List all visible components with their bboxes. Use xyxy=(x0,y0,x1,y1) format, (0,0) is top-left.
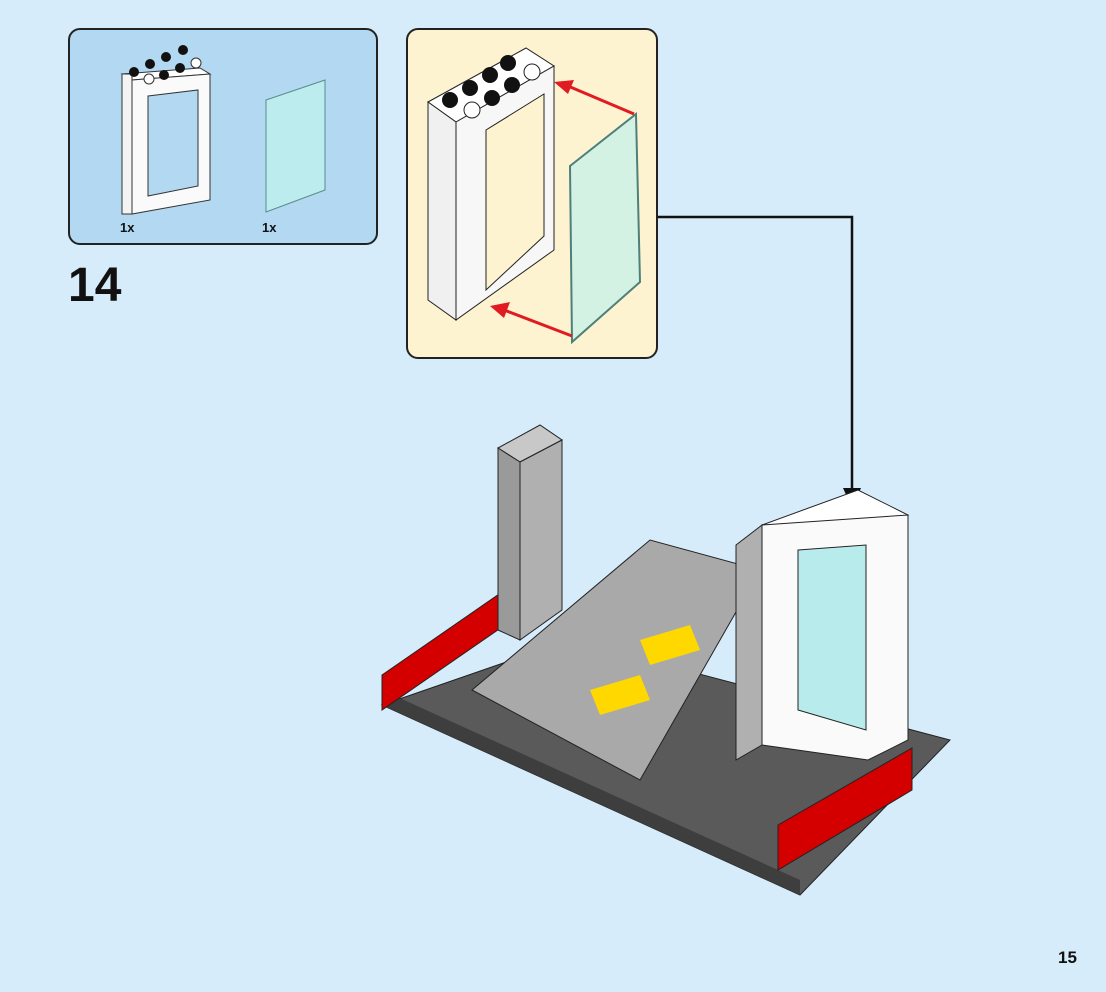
parts-list-callout: 1x 1x xyxy=(68,28,378,245)
assembly-arrows xyxy=(490,80,635,338)
sub-assembly-callout xyxy=(406,28,658,359)
glass-pane-part xyxy=(265,79,326,213)
window-frame-part xyxy=(120,45,212,215)
page-number: 15 xyxy=(1058,948,1077,967)
window-frame xyxy=(427,47,555,321)
gray-pillar xyxy=(497,424,563,641)
gray-tiles xyxy=(471,539,761,781)
callout-arrow xyxy=(658,215,861,508)
step-number: 14 xyxy=(68,259,122,312)
base-plate xyxy=(380,639,951,896)
glass-pane xyxy=(568,111,642,345)
yellow-tiles xyxy=(590,625,700,715)
sub-assembly-illustration xyxy=(427,47,642,345)
parts-illustration xyxy=(120,45,326,215)
part-quantity: 1x xyxy=(262,220,277,235)
white-window-frame-installed xyxy=(735,489,910,761)
part-quantity: 1x xyxy=(120,220,135,235)
red-bricks-left xyxy=(381,589,506,711)
red-bricks-right xyxy=(777,747,913,871)
